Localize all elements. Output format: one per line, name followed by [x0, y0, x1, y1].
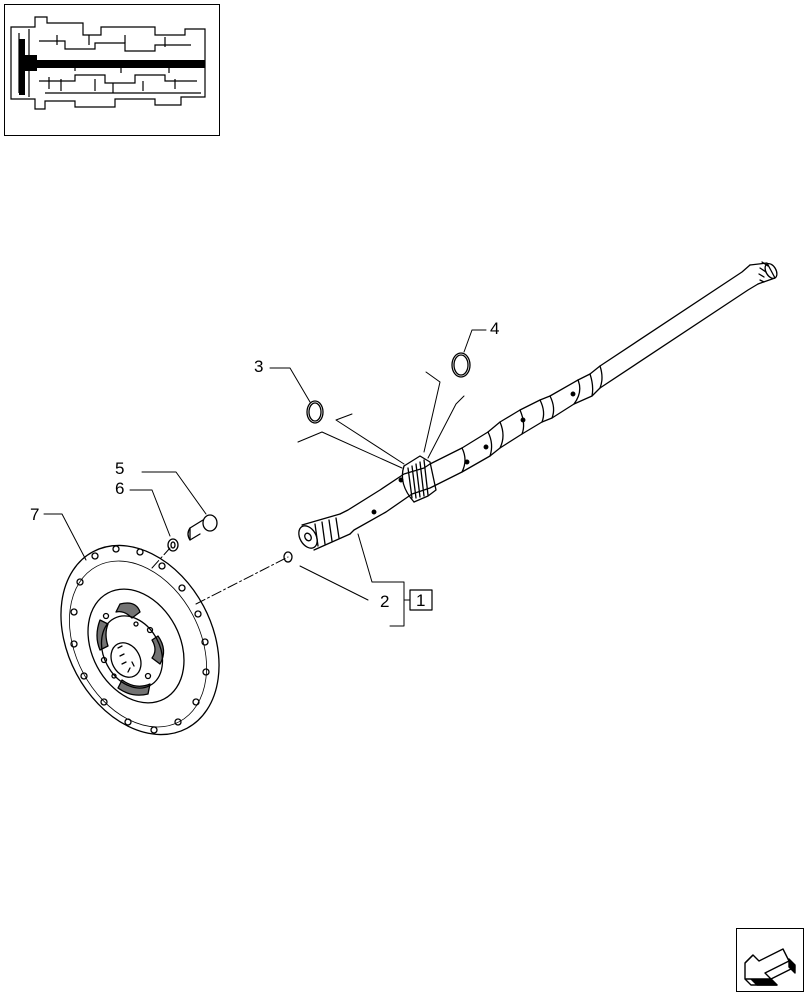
- callout-3: 3: [254, 357, 263, 376]
- washer-6: [167, 538, 179, 552]
- callout-4: 4: [490, 319, 499, 338]
- arrow-down-left-icon: [744, 948, 796, 986]
- bolt-5: [187, 514, 218, 541]
- o-ring-3: [306, 400, 324, 424]
- location-thumbnail: [4, 4, 220, 136]
- plug-2: [283, 551, 293, 563]
- o-ring-4: [451, 352, 471, 378]
- callout-5: 5: [115, 459, 124, 478]
- shaft: [298, 261, 778, 551]
- callout-1: 1: [416, 591, 425, 610]
- callout-7: 7: [30, 505, 39, 524]
- clutch-disc-7: [60, 544, 220, 736]
- navigation-button[interactable]: [736, 928, 804, 992]
- callout-2: 2: [380, 592, 389, 611]
- transmission-cutaway-icon: [10, 16, 206, 110]
- callout-6: 6: [115, 479, 124, 498]
